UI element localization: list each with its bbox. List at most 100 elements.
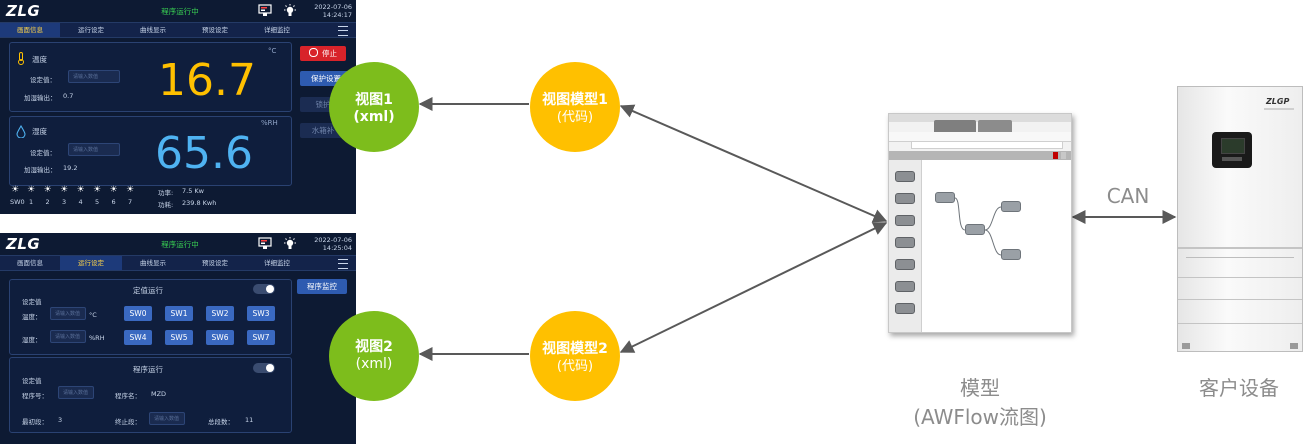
date-text: 2022-07-06 [314,3,352,11]
hmi-panel-2: ZLG 程序运行中 2022-07-06 14:25:04 画面信息 运行设定 … [0,233,356,444]
palette-node[interactable] [895,303,915,314]
sw-button-6[interactable]: SW6 [206,330,234,345]
flow-node[interactable] [1001,201,1021,212]
switch-sun-icon: ☀ [11,185,20,195]
fixed-temp-unit: °C [89,311,97,319]
fixed-temp-input[interactable]: 请输入数值 [50,307,86,320]
tab-bar: 画面信息 运行设定 曲线显示 预设设定 详细监控 [0,22,356,38]
tab-detail-monitor[interactable]: 详细监控 [264,26,290,34]
humidity-output-label: 加湿输出： [24,166,57,174]
first-segment-value: 3 [58,416,63,424]
program-no-input[interactable]: 请输入数值 [58,386,94,399]
time-text: 14:24:17 [322,11,352,19]
sw-button-5[interactable]: SW5 [165,330,193,345]
switch-label: 4 [78,198,83,206]
switch-sun-icon: ☀ [76,185,85,195]
viewmodel2-node: 视图模型2 (代码) [530,311,620,401]
temperature-set-input[interactable]: 请输入数值 [68,70,120,83]
cabinet-foot [1182,343,1190,349]
light-bulb-icon[interactable] [283,237,297,250]
palette-node[interactable] [895,281,915,292]
panel-seam [1178,247,1302,249]
switch-label: 6 [111,198,116,206]
window-titlebar [889,114,1071,122]
energy-value: 239.8 Kwh [182,199,217,207]
arrow-vm2-model [619,222,888,353]
sw-button-4[interactable]: SW4 [124,330,152,345]
panel-header: ZLG 程序运行中 2022-07-06 14:25:04 [0,233,356,255]
sw-button-2[interactable]: SW2 [206,306,234,321]
humidity-title: 湿度 [32,127,47,136]
program-run-toggle[interactable] [253,363,275,373]
fixed-hum-input[interactable]: 请输入数值 [50,330,86,343]
tab-run-settings[interactable]: 运行设定 [78,26,104,34]
total-segments-value: 11 [245,416,254,424]
palette-node[interactable] [895,215,915,226]
temperature-output-value: 0.7 [63,92,74,100]
sw-button-7[interactable]: SW7 [247,330,275,345]
menu-icon[interactable] [338,26,348,36]
address-bar [911,141,1063,149]
thermometer-icon [18,52,24,65]
stop-icon [309,48,318,57]
tab-detail-monitor[interactable]: 详细监控 [264,259,290,267]
switch-label: 5 [95,198,100,206]
fixed-run-title: 定值运行 [133,286,163,295]
toolbar-button [1061,152,1066,159]
humidity-set-input[interactable]: 请输入数值 [68,143,120,156]
switch-label: 3 [62,198,67,206]
palette-node[interactable] [895,237,915,248]
flow-node[interactable] [965,224,985,235]
flow-canvas[interactable] [922,160,1071,332]
palette-node[interactable] [895,171,915,182]
model-caption-sub: (AWFlow流图) [913,405,1047,429]
humidity-unit: %RH [261,119,278,127]
program-monitor-button[interactable]: 程序监控 [297,279,347,294]
run-status: 程序运行中 [161,7,199,16]
panel-header: ZLG 程序运行中 2022-07-06 14:24:17 [0,0,356,22]
tab-run-settings[interactable]: 运行设定 [60,256,122,270]
panel-seam [1178,277,1302,278]
flow-wires [954,197,1002,256]
run-status: 程序运行中 [161,240,199,249]
flow-node[interactable] [1001,249,1021,260]
view1-title: 视图1 [355,92,393,108]
tab-preset[interactable]: 预设设定 [202,26,228,34]
brand-subtitle [1264,108,1294,110]
end-segment-label: 终止段： [115,418,141,426]
sw-button-0[interactable]: SW0 [124,306,152,321]
menu-icon[interactable] [338,259,348,269]
switch-sun-icon: ☀ [60,185,69,195]
fixed-run-toggle[interactable] [253,284,275,294]
light-bulb-icon[interactable] [283,4,297,17]
sw-button-3[interactable]: SW3 [247,306,275,321]
stop-button[interactable]: 停止 [300,46,346,61]
fixed-hum-label: 湿度： [22,336,42,344]
program-run-card: 程序运行 设定值 程序号： 请输入数值 程序名： MZD 最初段： 3 终止段：… [9,357,292,433]
temperature-card: 温度 °C 设定值： 请输入数值 加湿输出： 0.7 16.7 [9,42,292,112]
tab-preset[interactable]: 预设设定 [202,259,228,267]
alarm-card-icon[interactable] [258,4,272,17]
switch-sun-icon: ☀ [109,185,118,195]
tab-curve-display[interactable]: 曲线显示 [140,259,166,267]
tab-screen-info[interactable]: 画面信息 [17,259,43,267]
tab-screen-info[interactable]: 画面信息 [0,23,60,37]
program-set-label: 设定值 [22,377,42,385]
tab-bar: 画面信息 运行设定 曲线显示 预设设定 详细监控 [0,255,356,271]
first-segment-label: 最初段： [22,418,48,426]
flow-node[interactable] [935,192,955,203]
switch-label: 1 [29,198,34,206]
view1-node: 视图1 (xml) [329,62,419,152]
sw-button-1[interactable]: SW1 [165,306,193,321]
panel-line [1186,257,1294,258]
end-segment-input[interactable]: 请输入数值 [149,412,185,425]
device-caption: 客户设备 [1199,376,1279,400]
alarm-card-icon[interactable] [258,237,272,250]
palette-node[interactable] [895,193,915,204]
cabinet-foot [1290,343,1298,349]
palette-node[interactable] [895,259,915,270]
hmi-panel-1: ZLG 程序运行中 2022-07-06 14:24:17 画面信息 运行设定 … [0,0,356,214]
viewmodel1-sub: (代码) [556,110,594,125]
tab-curve-display[interactable]: 曲线显示 [140,26,166,34]
